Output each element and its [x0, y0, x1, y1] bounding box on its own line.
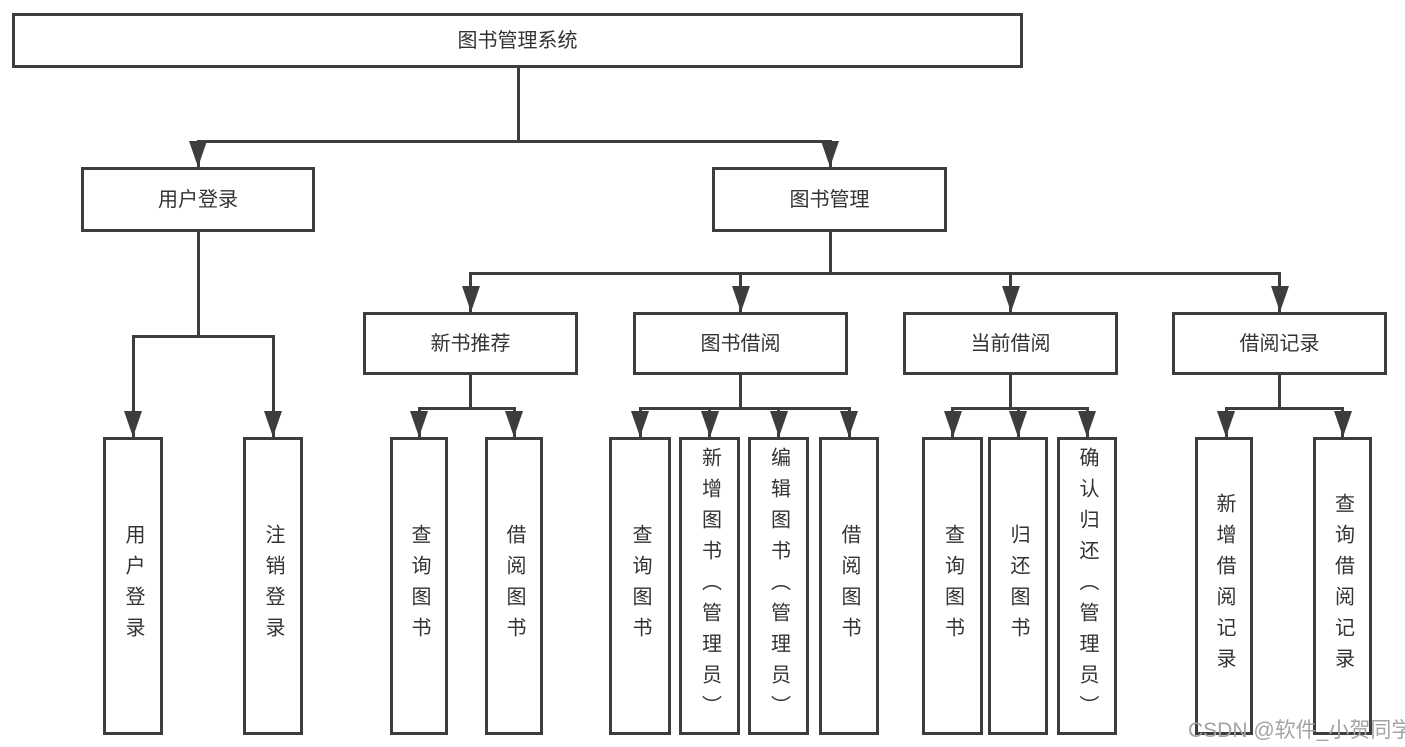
connector-line — [131, 335, 275, 338]
leaf-query-books-borrow-label: 查询图书 — [629, 524, 651, 648]
leaf-borrow-books: 借阅图书 — [819, 437, 879, 735]
leaf-logout: 注销登录 — [243, 437, 303, 735]
node-borrow-records: 借阅记录 — [1172, 312, 1387, 375]
connector-line — [417, 407, 516, 410]
leaf-borrow-books-recommend-label: 借阅图书 — [503, 524, 525, 648]
node-borrow-records-label: 借阅记录 — [1239, 332, 1320, 355]
connector-line — [196, 140, 832, 143]
leaf-return-books-label: 归还图书 — [1007, 524, 1029, 648]
node-book-borrow-label: 图书借阅 — [700, 332, 781, 355]
connector-line — [516, 68, 520, 143]
node-current-borrow-label: 当前借阅 — [970, 332, 1051, 355]
leaf-borrow-books-label: 借阅图书 — [838, 524, 860, 648]
connector-line — [271, 335, 275, 437]
leaf-query-books-current: 查询图书 — [922, 437, 983, 735]
connector-line — [469, 375, 472, 410]
node-root: 图书管理系统 — [12, 13, 1023, 68]
connector-line — [739, 375, 742, 410]
arrow-down-icon — [1078, 411, 1096, 437]
arrow-down-icon — [505, 411, 523, 437]
connector-line — [131, 335, 135, 437]
arrow-down-icon — [1001, 286, 1020, 312]
node-user-login-label: 用户登录 — [158, 188, 238, 211]
node-new-book-recommend: 新书推荐 — [363, 312, 578, 375]
leaf-query-books-recommend-label: 查询图书 — [408, 524, 430, 648]
arrow-down-icon — [124, 411, 142, 437]
leaf-add-borrow-record-label: 新增借阅记录 — [1213, 493, 1235, 679]
leaf-logout-label: 注销登录 — [262, 524, 284, 648]
arrow-down-icon — [1270, 286, 1289, 312]
node-new-book-recommend-label: 新书推荐 — [430, 332, 511, 355]
leaf-query-books-borrow: 查询图书 — [609, 437, 671, 735]
arrow-down-icon — [943, 411, 962, 437]
connector-line — [638, 407, 851, 410]
connector-line — [951, 407, 1089, 410]
connector-line — [196, 232, 200, 338]
arrow-down-icon — [631, 411, 649, 437]
arrow-down-icon — [1217, 411, 1235, 437]
arrow-down-icon — [821, 141, 839, 167]
leaf-add-borrow-record: 新增借阅记录 — [1195, 437, 1253, 735]
arrow-down-icon — [461, 286, 480, 312]
leaf-confirm-return-admin-label: 确认归还（管理员） — [1076, 446, 1098, 726]
node-book-management-label: 图书管理 — [789, 188, 870, 211]
leaf-user-login-label: 用户登录 — [122, 524, 144, 648]
leaf-edit-book-admin: 编辑图书（管理员） — [748, 437, 809, 735]
connector-line — [469, 272, 1281, 275]
leaf-confirm-return-admin: 确认归还（管理员） — [1057, 437, 1117, 735]
arrow-down-icon — [731, 286, 750, 312]
connector-line — [1009, 375, 1012, 410]
connector-line — [828, 232, 832, 275]
leaf-user-login: 用户登录 — [103, 437, 163, 735]
arrow-down-icon — [700, 411, 719, 437]
node-book-borrow: 图书借阅 — [633, 312, 848, 375]
arrow-down-icon — [189, 141, 207, 167]
connector-line — [1224, 407, 1344, 410]
watermark: CSDN @软件_小贺同学 — [1188, 719, 1405, 742]
leaf-query-borrow-record: 查询借阅记录 — [1313, 437, 1372, 735]
node-user-login: 用户登录 — [81, 167, 315, 232]
arrow-down-icon — [840, 411, 858, 437]
leaf-add-book-admin-label: 新增图书（管理员） — [698, 446, 721, 726]
leaf-borrow-books-recommend: 借阅图书 — [485, 437, 543, 735]
arrow-down-icon — [410, 411, 428, 437]
arrow-down-icon — [264, 411, 282, 437]
leaf-return-books: 归还图书 — [988, 437, 1048, 735]
node-book-management: 图书管理 — [712, 167, 947, 232]
leaf-add-book-admin: 新增图书（管理员） — [679, 437, 740, 735]
arrow-down-icon — [769, 411, 788, 437]
leaf-query-borrow-record-label: 查询借阅记录 — [1331, 493, 1354, 679]
arrow-down-icon — [1009, 411, 1027, 437]
arrow-down-icon — [1333, 411, 1352, 437]
connector-line — [1278, 375, 1281, 410]
node-current-borrow: 当前借阅 — [903, 312, 1118, 375]
leaf-query-books-recommend: 查询图书 — [390, 437, 448, 735]
node-root-label: 图书管理系统 — [457, 29, 578, 52]
leaf-query-books-current-label: 查询图书 — [941, 524, 964, 648]
leaf-edit-book-admin-label: 编辑图书（管理员） — [767, 446, 790, 726]
